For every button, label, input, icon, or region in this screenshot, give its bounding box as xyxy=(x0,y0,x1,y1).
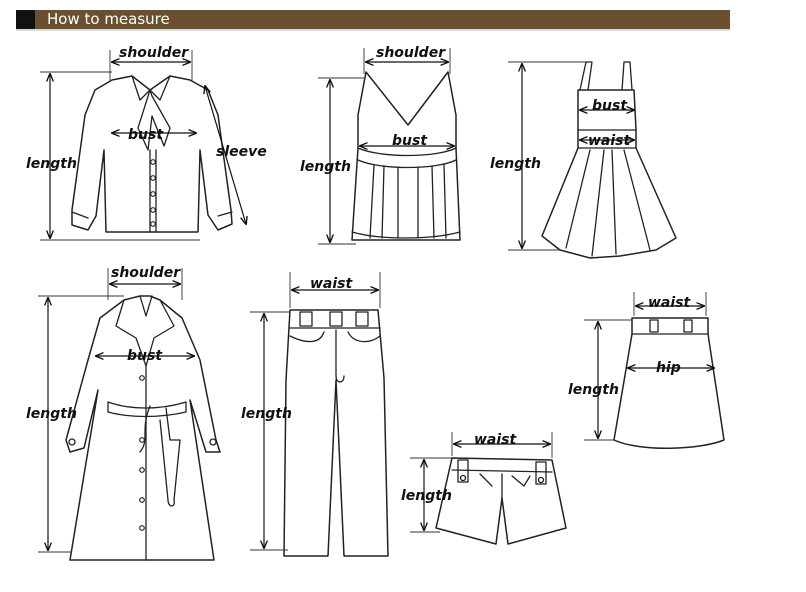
dress-bust-label: bust xyxy=(592,98,628,114)
dress-waist-label: waist xyxy=(588,133,632,149)
shirt-sleeve-label: sleeve xyxy=(216,144,267,160)
coat-figure xyxy=(38,268,221,561)
shirt-figure xyxy=(40,50,246,241)
pants-waist-label: waist xyxy=(310,276,354,292)
header-bar: How to measure xyxy=(16,10,730,29)
header-title: How to measure xyxy=(47,10,170,28)
shorts-figure xyxy=(410,432,567,545)
tank-length-label: length xyxy=(300,159,351,175)
tank-top-figure xyxy=(318,48,461,245)
pants-length-label: length xyxy=(241,406,292,422)
header-underline xyxy=(16,29,730,31)
skirt-hip-label: hip xyxy=(656,360,681,376)
dress-length-label: length xyxy=(490,156,541,172)
pants-figure xyxy=(250,272,389,557)
tank-shoulder-label: shoulder xyxy=(376,45,446,61)
coat-shoulder-label: shoulder xyxy=(111,265,181,281)
dress-figure xyxy=(508,61,677,259)
skirt-length-label: length xyxy=(568,382,619,398)
shirt-shoulder-label: shoulder xyxy=(119,45,189,61)
tank-bust-label: bust xyxy=(392,133,428,149)
shorts-waist-label: waist xyxy=(474,432,518,448)
shorts-length-label: length xyxy=(401,488,452,504)
skirt-waist-label: waist xyxy=(648,295,692,311)
coat-length-label: length xyxy=(26,406,77,422)
shirt-buttons xyxy=(150,159,156,227)
shirt-bust-label: bust xyxy=(128,127,164,143)
coat-buttons xyxy=(139,375,145,531)
skirt-figure xyxy=(584,292,725,449)
shirt-length-label: length xyxy=(26,156,77,172)
header-square xyxy=(16,10,35,29)
coat-bust-label: bust xyxy=(127,348,163,364)
